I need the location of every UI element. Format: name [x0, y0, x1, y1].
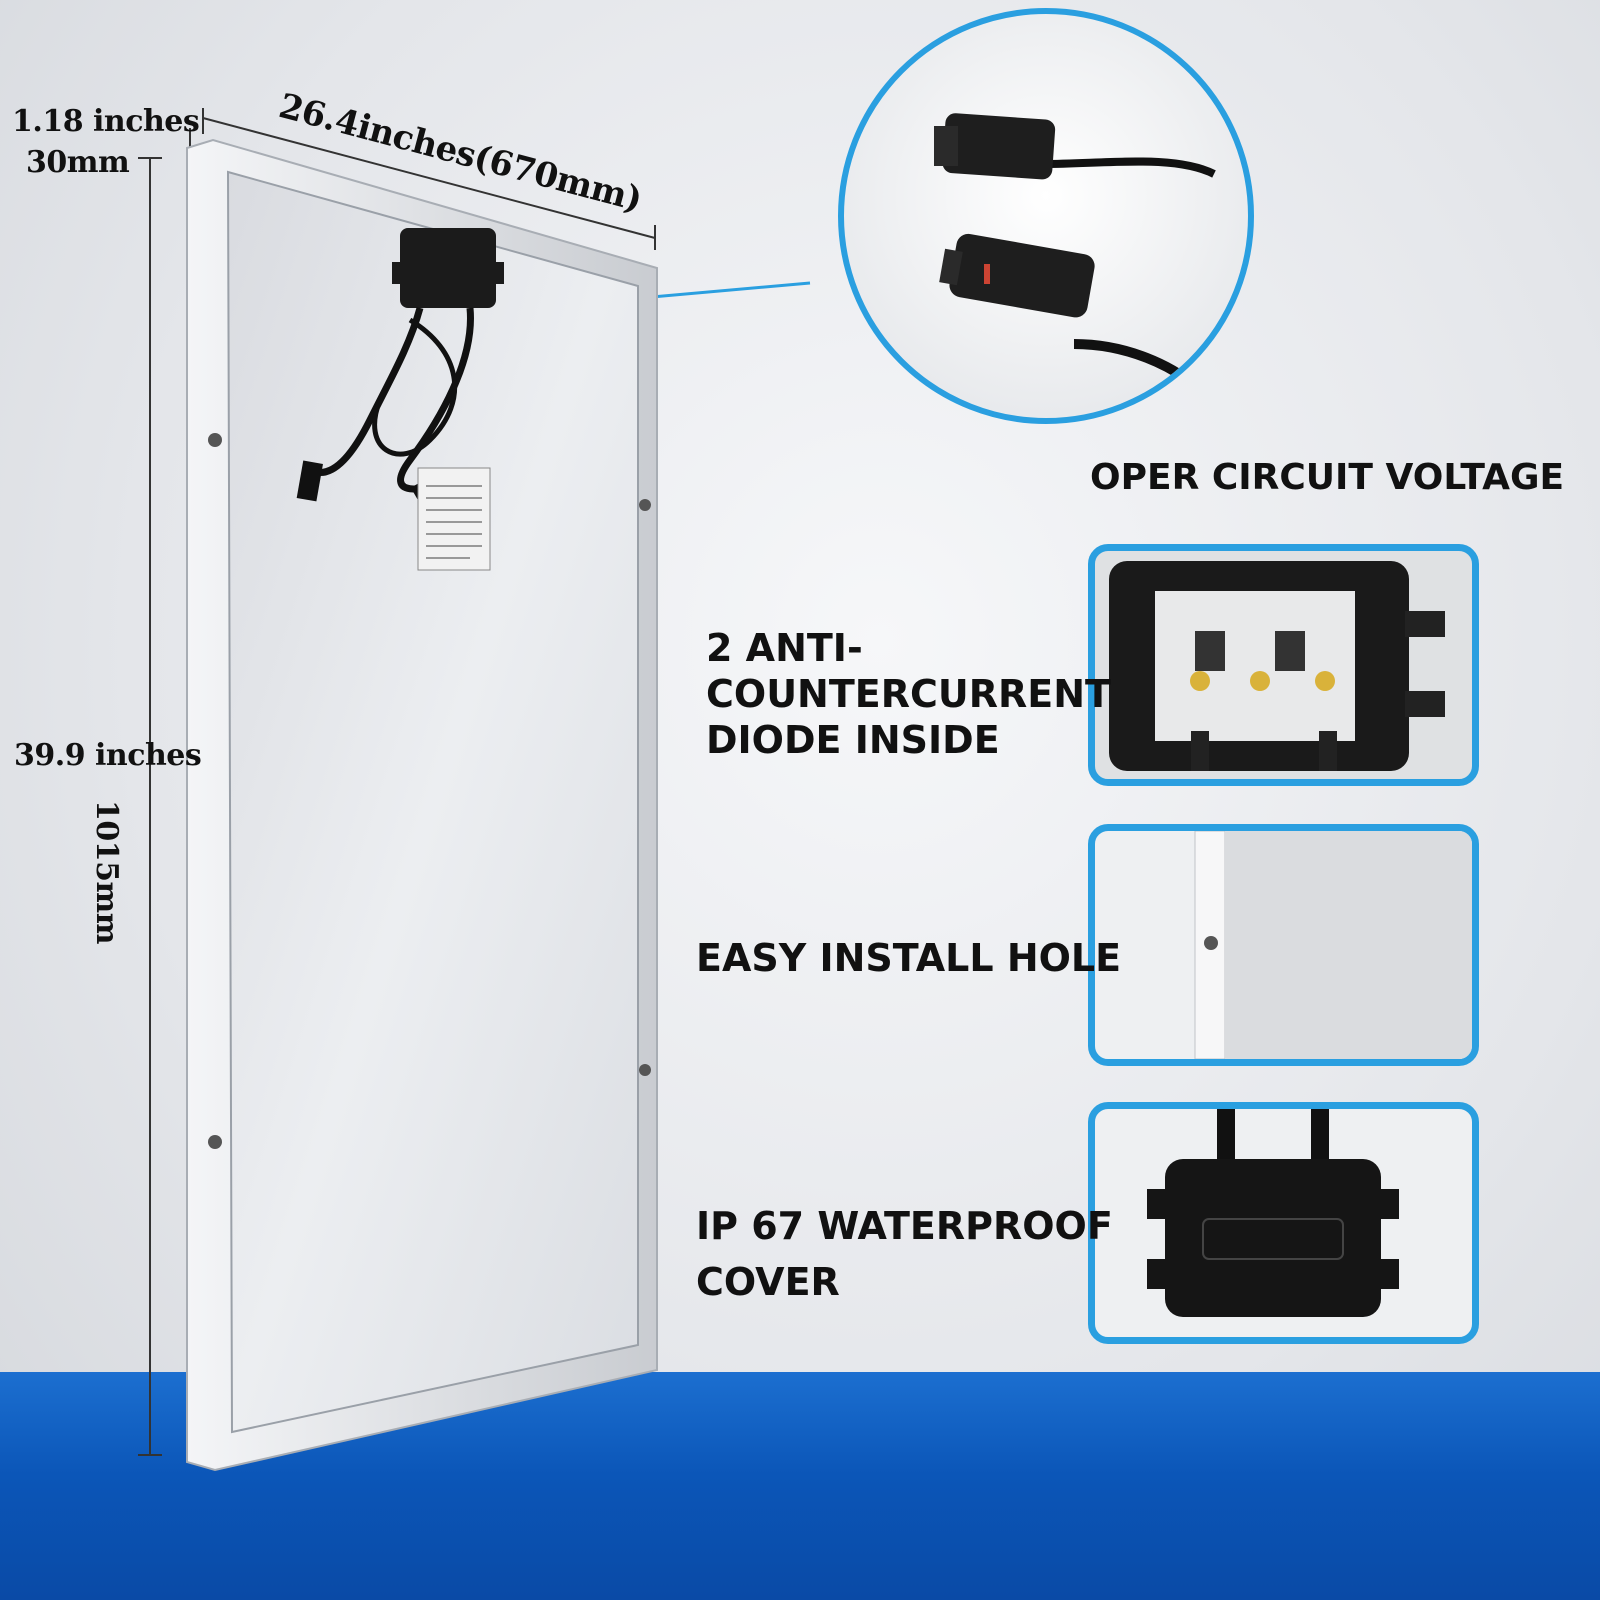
install-hole-icon [1204, 936, 1218, 950]
diode-text-line3: DIODE INSIDE [706, 718, 1000, 762]
waterproof-text-line2: COVER [696, 1260, 840, 1304]
mount-hole [639, 499, 651, 511]
waterproof-text-line1: IP 67 WATERPROOF [696, 1204, 1113, 1248]
height-inches-label: 39.9 inches [14, 738, 202, 773]
mount-hole [639, 1064, 651, 1076]
connector-detail-circle [838, 8, 1254, 424]
waterproof-cover-image [1147, 1109, 1399, 1317]
mc4-connector-image [934, 113, 1216, 398]
thickness-mm-label: 30mm [26, 145, 130, 180]
install-hole-detail [1088, 824, 1479, 1066]
junction-box-diode-detail [1088, 544, 1479, 786]
diode-text-line1: 2 ANTI- [706, 626, 863, 670]
thickness-inches-label: 1.18 inches [12, 104, 200, 139]
install-hole-text: EASY INSTALL HOLE [696, 936, 1122, 980]
height-mm-label: 1015mm [89, 800, 124, 944]
diode-image [1109, 561, 1445, 771]
connector-title: OPER CIRCUIT VOLTAGE [1090, 457, 1565, 498]
mount-hole [208, 1135, 222, 1149]
mount-hole [208, 433, 222, 447]
diode-text-line2: COUNTERCURRENT [706, 672, 1111, 716]
install-hole-image [1194, 831, 1472, 1059]
waterproof-cover-detail [1088, 1102, 1479, 1344]
